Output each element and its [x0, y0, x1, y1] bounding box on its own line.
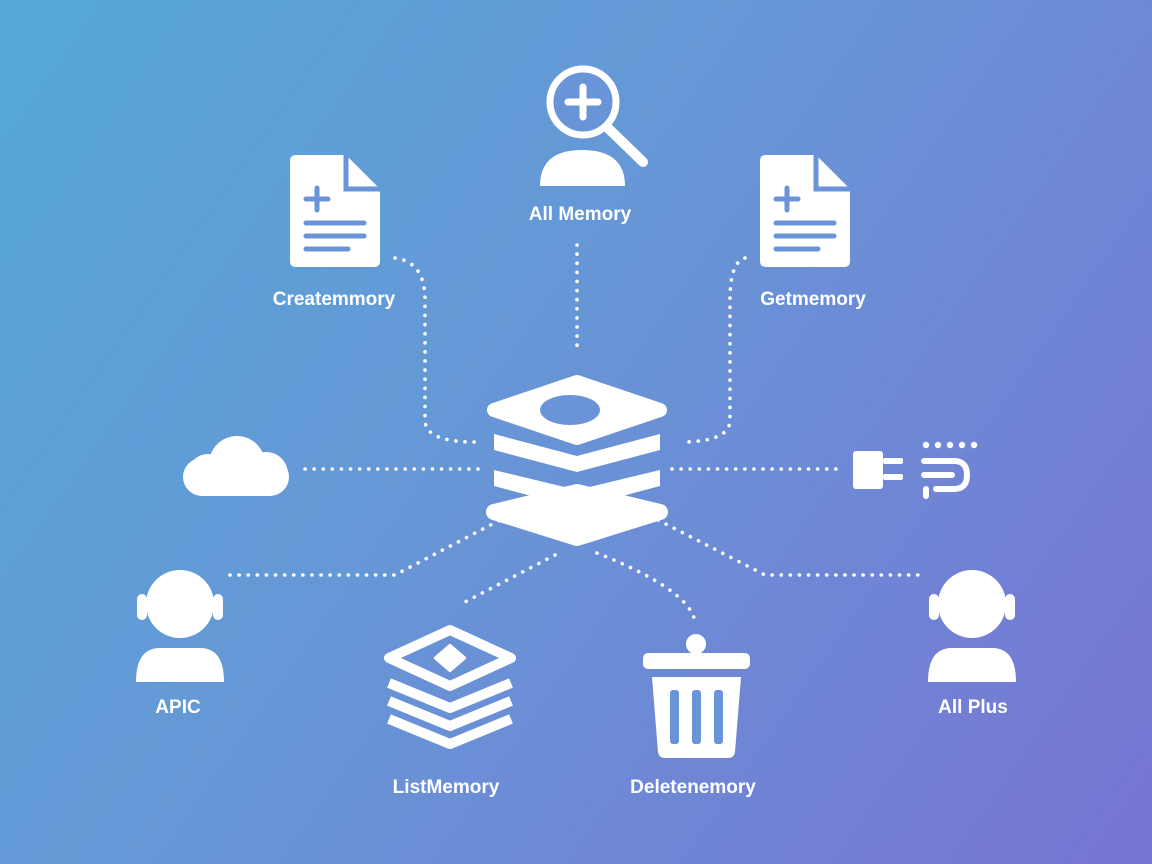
connector-create [393, 256, 477, 444]
connector-get [678, 256, 747, 444]
all-memory-label: All Memory [528, 204, 632, 225]
layer-stack-icon [384, 625, 516, 749]
getmemory-label: Getmemory [760, 289, 866, 310]
user-icon [136, 570, 224, 682]
connectors [228, 243, 927, 624]
cloud-icon [183, 436, 289, 496]
trash-icon [643, 634, 750, 758]
deletenemory-label: Deletenemory [630, 777, 756, 798]
database-stack-icon [486, 375, 668, 546]
plug-icon [853, 441, 978, 499]
connector-all-plus [656, 518, 927, 577]
createmmory-label: Createmmory [272, 289, 396, 310]
apic-label: APIC [155, 697, 201, 718]
user-icon [928, 570, 1016, 682]
connector-list [463, 553, 557, 604]
listmemory-label: ListMemory [392, 777, 500, 798]
connector-apic [228, 518, 502, 577]
document-plus-icon [760, 155, 850, 267]
user-search-plus-icon [540, 65, 648, 186]
connector-delete [595, 551, 697, 624]
document-plus-icon [290, 155, 380, 267]
all-plus-label: All Plus [938, 697, 1008, 718]
